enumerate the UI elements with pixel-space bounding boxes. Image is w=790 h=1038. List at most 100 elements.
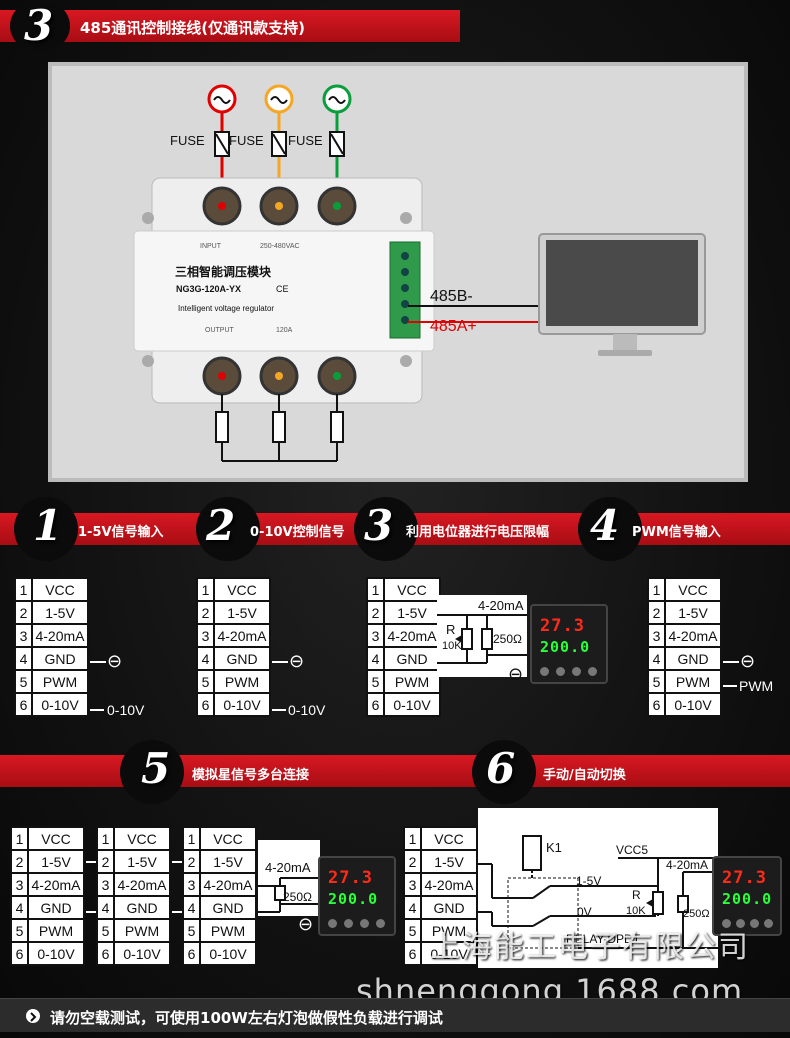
chevron-right-icon (26, 1009, 40, 1023)
sec5-white-panel (258, 840, 320, 916)
sec4-pwm-label: PWM (739, 678, 774, 694)
terminal-number: 3 (14, 623, 33, 648)
terminal-number: 6 (647, 692, 666, 717)
terminal-value: GND (113, 895, 171, 920)
terminal-number: 6 (196, 692, 215, 717)
terminal-number: 1 (403, 826, 422, 851)
terminal-number: 2 (647, 600, 666, 625)
terminal-value: PWM (199, 918, 257, 943)
sec1-title: 1-5V信号输入 (78, 525, 164, 540)
terminal-value: 1-5V (213, 600, 271, 625)
sec4-title: PWM信号输入 (632, 525, 721, 540)
header-number: 3 (24, 1, 54, 50)
sv-display: 200.0 (540, 638, 591, 656)
terminal-value: 0-10V (199, 941, 257, 966)
terminal-value: VCC (420, 826, 478, 851)
terminal-value: GND (420, 895, 478, 920)
wiring-diagram (133, 84, 706, 462)
sec2-title: 0-10V控制信号 (250, 525, 345, 540)
sec3-number: 3 (364, 501, 394, 550)
terminal-number: 2 (182, 849, 201, 874)
sec2-number: 2 (206, 501, 236, 550)
terminal-number: 6 (10, 941, 29, 966)
terminal-value: 4-20mA (420, 872, 478, 897)
terminal-number: 6 (403, 941, 422, 966)
row2-wiring (86, 861, 182, 913)
sec2-gnd-symbol: ⊖ (289, 651, 305, 671)
sec3-250-label: 250Ω (493, 632, 522, 646)
footer-bar: 请勿空载测试，可使用100W左右灯泡做假性负载进行调试 (0, 998, 790, 1032)
terminal-value: 0-10V (113, 941, 171, 966)
terminal-value: 4-20mA (199, 872, 257, 897)
sec5-number: 5 (141, 744, 171, 793)
terminal-number: 3 (10, 872, 29, 897)
relay-label: RELAY-DPDT (566, 932, 641, 946)
terminal-value: VCC (113, 826, 171, 851)
watermark-company: 上海能工电子有限公司 (430, 930, 750, 965)
sv-display: 200.0 (328, 890, 379, 908)
ce-mark: CE (276, 284, 289, 294)
terminal-number: 2 (14, 600, 33, 625)
fuse-label-b: FUSE (229, 133, 264, 148)
terminal-value: PWM (27, 918, 85, 943)
terminal-value: 1-5V (31, 600, 89, 625)
sec6-250-label: 250Ω (683, 908, 710, 920)
load-resistor-b (272, 411, 286, 443)
terminal-number: 4 (182, 895, 201, 920)
temp-controller-3: 27.3 200.0 (712, 856, 782, 936)
terminal-number: 2 (196, 600, 215, 625)
sec3-r-label: R (446, 622, 456, 637)
sec6-r-label: R (632, 888, 641, 902)
terminal-number: 3 (366, 623, 385, 648)
terminal-value: PWM (664, 669, 722, 694)
rs485-a-label: 485A+ (430, 318, 477, 335)
input-label: INPUT (200, 243, 221, 250)
terminal-value: PWM (383, 669, 441, 694)
terminal-number: 6 (366, 692, 385, 717)
terminal-number: 1 (10, 826, 29, 851)
terminal-number: 4 (196, 646, 215, 671)
terminal-value: 4-20mA (664, 623, 722, 648)
terminal-number: 5 (96, 918, 115, 943)
terminal-number: 1 (366, 577, 385, 602)
footer-text: 请勿空载测试，可使用100W左右灯泡做假性负载进行调试 (50, 1009, 443, 1027)
load-resistor-c (330, 411, 344, 443)
terminal-number: 2 (96, 849, 115, 874)
sec5-title: 模拟星信号多台连接 (192, 768, 310, 783)
terminal-value: 1-5V (199, 849, 257, 874)
terminal-value: 1-5V (420, 849, 478, 874)
pv-display: 27.3 (540, 616, 585, 636)
header-bar (0, 10, 460, 42)
terminal-number: 3 (96, 872, 115, 897)
sec6-10k-label: 10K (626, 905, 646, 917)
terminal-number: 4 (366, 646, 385, 671)
terminal-value: 0-10V (213, 692, 271, 717)
terminal-number: 5 (196, 669, 215, 694)
